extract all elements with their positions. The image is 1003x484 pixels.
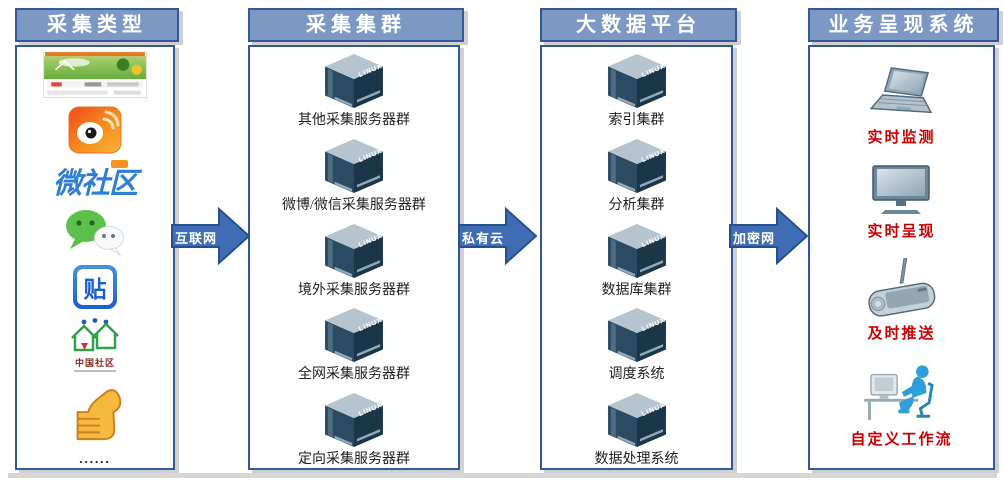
present-item: 及时推送 [862, 258, 942, 343]
right-arrow-icon [458, 206, 538, 266]
column-header-bigdata-platform: 大数据平台 [540, 8, 737, 42]
linux-server-icon [605, 392, 669, 448]
linux-server-icon [322, 138, 386, 194]
server-item: 数据库集群 [602, 223, 672, 299]
server-item: 定向采集服务器群 [298, 392, 410, 468]
column-collection-cluster: 其他采集服务器群 微博/微信采集服务器群 境外采集服务器群 全网采集服务器群 定… [248, 45, 460, 470]
arrow-label: 互联网 [174, 231, 217, 246]
present-item: 实时呈现 [867, 164, 935, 241]
server-item: 其他采集服务器群 [298, 53, 410, 129]
server-item: 全网采集服务器群 [298, 307, 410, 383]
pda-stylus-icon [867, 258, 935, 317]
weishequ-text: 微社区 [52, 167, 138, 200]
column-header-collection-types: 采集类型 [15, 8, 179, 42]
linux-server-icon [605, 307, 669, 363]
linux-server-icon [322, 392, 386, 448]
server-label: 全网采集服务器群 [298, 367, 410, 383]
present-label: 实时呈现 [867, 224, 936, 240]
server-label: 调度系统 [608, 367, 665, 383]
server-item: 分析集群 [605, 138, 669, 214]
server-label: 索引集群 [608, 113, 665, 128]
present-label: 实时监测 [867, 130, 936, 146]
right-arrow-icon [729, 206, 809, 266]
server-label: 境外采集服务器群 [298, 282, 410, 298]
column-bigdata-platform: 索引集群 分析集群 数据库集群 调度系统 数据处理系统 [540, 45, 733, 470]
column-header-collection-cluster: 采集集群 [248, 8, 464, 42]
laptop-icon [869, 67, 932, 114]
arrow-internet: 互联网 [171, 206, 251, 266]
server-label: 数据库集群 [601, 282, 672, 298]
column-collection-types: 微社区 贴 中国社区 [15, 45, 175, 470]
server-item: 索引集群 [605, 53, 669, 129]
server-label: 定向采集服务器群 [298, 452, 410, 467]
server-label: 其他采集服务器群 [298, 113, 410, 128]
wechat-icon [66, 209, 124, 257]
monitor-icon [872, 165, 931, 214]
shadow-bar [8, 473, 997, 478]
present-label: 及时推送 [867, 326, 936, 342]
server-label: 微博/微信采集服务器群 [282, 197, 426, 213]
thumbs-up-icon [76, 388, 122, 440]
server-item: 境外采集服务器群 [298, 223, 410, 299]
server-item: 微博/微信采集服务器群 [282, 138, 426, 214]
arrow-private-cloud: 私有云 [458, 206, 538, 266]
china-community-caption-bar [74, 370, 116, 373]
china-community-text: 中国社区 [74, 358, 115, 369]
arrow-encrypted-net: 加密网 [729, 206, 809, 266]
china-community-logo: 中国社区 [67, 317, 123, 373]
column-header-presentation-system: 业务呈现系统 [808, 8, 999, 42]
china-community-houses-icon [71, 318, 119, 352]
arrow-label: 加密网 [732, 231, 775, 246]
linux-server-icon [605, 223, 669, 279]
weishequ-logo: 微社区 [52, 159, 138, 200]
tieba-character: 贴 [77, 269, 113, 306]
linux-server-icon [322, 223, 386, 279]
linux-server-icon [605, 138, 669, 194]
website-banner-icon [43, 52, 147, 98]
linux-server-icon [322, 53, 386, 109]
server-label: 数据处理系统 [594, 452, 679, 467]
weibo-icon [68, 106, 122, 154]
workstation-user-icon [864, 365, 935, 421]
tieba-icon: 贴 [73, 265, 117, 310]
arrow-label: 私有云 [461, 231, 504, 246]
present-item: 自定义工作流 [850, 360, 952, 449]
present-label: 自定义工作流 [850, 432, 953, 448]
column-presentation-system: 实时监测 实时呈现 及时推送 [808, 45, 995, 470]
present-item: 实时监测 [866, 66, 938, 147]
ellipsis-text: ...... [79, 450, 111, 466]
server-item: 调度系统 [605, 307, 669, 383]
linux-server-icon [605, 53, 669, 109]
linux-server-icon [322, 307, 386, 363]
server-label: 分析集群 [608, 197, 665, 213]
server-item: 数据处理系统 [595, 392, 679, 468]
right-arrow-icon [171, 206, 251, 266]
weishequ-flag-icon [110, 159, 128, 168]
